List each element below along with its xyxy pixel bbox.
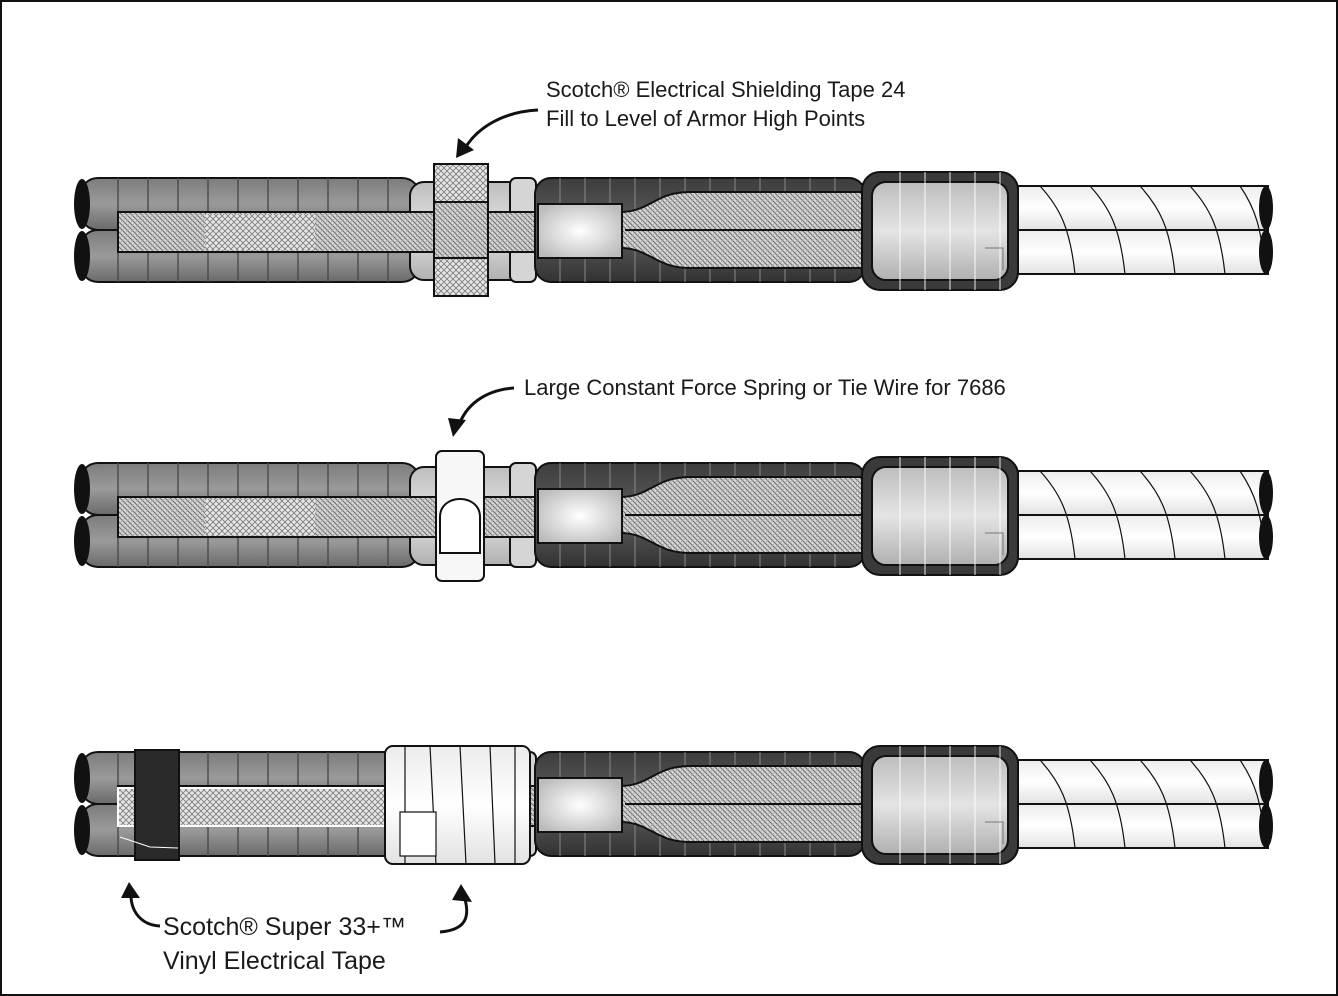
vinyl-tape-label-line1: Scotch® Super 33+™ — [163, 913, 406, 941]
step-3-cable-assembly — [73, 745, 1274, 865]
shielding-tape-label-line1: Scotch® Electrical Shielding Tape 24 — [546, 77, 906, 102]
arrow-heads — [121, 138, 474, 902]
step-2-cable-assembly — [73, 450, 1274, 582]
vinyl-tape-band — [134, 749, 180, 861]
vinyl-tape-label-line2: Vinyl Electrical Tape — [163, 947, 386, 975]
spring-label: Large Constant Force Spring or Tie Wire … — [524, 375, 1006, 400]
step-1-cable-assembly — [73, 163, 1274, 297]
shielding-tape-label-line2: Fill to Level of Armor High Points — [546, 106, 866, 131]
